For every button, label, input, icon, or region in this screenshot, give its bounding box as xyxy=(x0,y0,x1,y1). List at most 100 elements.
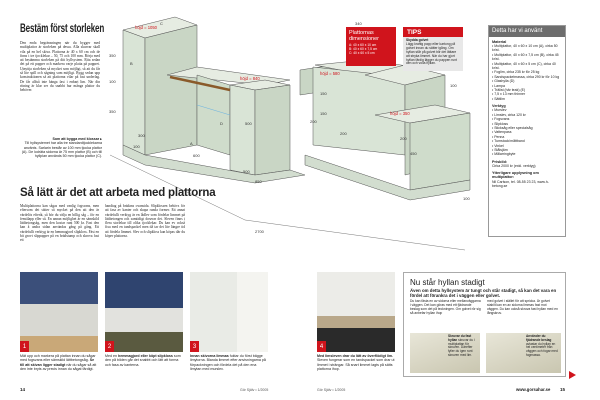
caption-text: avlastar du hyllan en hel centimeter frå… xyxy=(526,341,558,357)
photo-glue: 4 xyxy=(317,272,395,352)
caption-text: när du sågar så att den inte bryts av pr… xyxy=(20,362,97,371)
heading-size: Bestäm först storleken xyxy=(20,23,105,35)
dim-label: 350 xyxy=(109,53,116,58)
caption-4: Med limsleven drar du lätt av överflödig… xyxy=(317,354,397,371)
step-number: 2 xyxy=(105,341,114,352)
blocks-note: Som att bygga med klossar ▸ Till hyllsys… xyxy=(20,137,102,158)
dim-label: 200 xyxy=(400,136,407,141)
part-label: B xyxy=(130,61,133,66)
caption-3: Innan skivorna limmas fuktar du först bä… xyxy=(190,354,268,371)
dimensions-box: Plattornas dimensioner A: 40 x 60 x 10 c… xyxy=(346,27,396,66)
dimensions-title: Plattornas dimensioner xyxy=(349,30,379,42)
dimension-item: C: 40 x 60 x 5 cm xyxy=(349,51,375,55)
height-label: höjd = 840 xyxy=(240,76,260,81)
caption-bold: Använder du fjädrande beslag xyxy=(526,334,552,342)
list-item: Lampa xyxy=(492,84,562,88)
stability-col-2: med golvet i stället för att spricka. Är… xyxy=(487,299,558,316)
step-number: 1 xyxy=(20,341,29,352)
list-item: Stålsjärn xyxy=(492,148,562,152)
photo-sawing: 1 xyxy=(20,272,98,352)
step-number: 3 xyxy=(190,341,199,352)
list-item: Murslev xyxy=(492,108,562,112)
dim-label: 450 xyxy=(410,151,417,156)
dim-label: 500 xyxy=(245,121,252,126)
list-item: Tumstock/måttband xyxy=(492,139,562,143)
list-item: Sticksåg eller specialsåg xyxy=(492,126,562,130)
caption-text: som den på bilden går det snabbt och lät… xyxy=(105,354,181,367)
list-item: Multiplattor, 40 x 60 x 10 cm (A), cirka… xyxy=(492,44,562,53)
photo-wetting: 3 xyxy=(190,272,268,352)
blocks-note-title: Som att bygga med klossar ▸ xyxy=(52,137,102,141)
list-item: Foglim, cirka 235 kr för 25 kg xyxy=(492,70,562,74)
caption-bold: Innan skivorna limmas xyxy=(190,354,229,358)
teak-strip xyxy=(169,75,231,92)
tips-text: Lägg kraftig papp eller kartong på golve… xyxy=(406,41,457,66)
list-item: Sättlim xyxy=(492,97,562,101)
height-label: höjd = 1050 xyxy=(135,25,158,30)
dim-label: 200 xyxy=(310,119,317,124)
dim-label: 200 xyxy=(340,131,347,136)
list-item: Slipkloss xyxy=(492,122,562,126)
footer-right: Gör Själv • 1/2005 xyxy=(317,388,346,392)
caption-bold: Se till att skivan ligger stadigt xyxy=(20,358,95,367)
list-item: Vattenpass xyxy=(492,130,562,134)
tools-list: MurslevLimslev, cirka 120 krFogsvansSlip… xyxy=(492,108,562,156)
tips-subtitle: Skydda golvet xyxy=(406,38,429,42)
dim-label: 150 xyxy=(320,111,327,116)
dim-label: 100 xyxy=(450,83,457,88)
photo-sanding: 2 xyxy=(105,272,183,352)
material-list: Multiplattor, 40 x 60 x 10 cm (A), cirka… xyxy=(492,44,562,101)
heading-working: Så lätt är det att arbeta med plattorna xyxy=(20,187,216,199)
page-number-right: 15 xyxy=(560,387,566,392)
shelf-diagram: höjd = 1050 höjd = 840 höjd = 580 höjd =… xyxy=(109,16,470,251)
stability-title: Nu står hyllan stadigt xyxy=(410,278,485,287)
dim-label: 300 xyxy=(138,133,145,138)
bracket-illustration xyxy=(486,333,561,373)
dimension-item: A: 40 x 60 x 10 cm xyxy=(349,43,377,47)
info-text: Nil Carlson, tel. 08-55 23 23, www.h-bet… xyxy=(492,179,549,188)
height-label: höjd = 350 xyxy=(390,111,410,116)
dim-label: 850 xyxy=(255,179,262,184)
list-item: Limslev, cirka 120 kr xyxy=(492,113,562,117)
tools-heading: Verktyg xyxy=(492,104,506,109)
dim-label: 2700 xyxy=(255,229,265,234)
list-item: Vinkel xyxy=(492,144,562,148)
website-url: www.gorsahar.se xyxy=(516,387,551,392)
caption-bold: hemmagjord eller köpt slipkloss xyxy=(118,354,173,358)
caption-bold: Skruvar du fast hyllan xyxy=(448,334,472,342)
footer-left: Gör Själv • 1/2005 xyxy=(240,388,269,392)
bracket-caption: Använder du fjädrande beslag avlastar du… xyxy=(526,334,560,358)
caption-text: skruvar du i multiplattan för skruven. D… xyxy=(448,337,475,357)
materials-title: Detta har vi använt xyxy=(489,26,565,37)
caption-text: fuktar du först bägge limytorna. Blanda … xyxy=(190,354,266,371)
price-heading: Prisbild: xyxy=(492,159,508,164)
part-label: C xyxy=(160,21,163,26)
list-item: 7,5 x 13 mm thinner xyxy=(492,92,562,96)
price-text: Cirka 2000 kr (exkl. verktyg) xyxy=(492,163,536,168)
dim-label: 350 xyxy=(109,109,116,114)
caption-text: Sleven fungerar som en tandspackel som d… xyxy=(317,358,395,371)
list-item: Multiplattor, 40 x 60 x 5 cm (C), cirka … xyxy=(492,62,562,71)
dimension-item: B: 40 x 60 x 7,5 cm xyxy=(349,47,378,51)
stability-box: Nu står hyllan stadigt Även om detta hyl… xyxy=(403,272,566,377)
part-label: A xyxy=(190,141,193,146)
list-item: Sandspackelmassa, cirka 290 kr för 10 kg xyxy=(492,75,562,79)
list-item: Glashylla (D) xyxy=(492,79,562,83)
materials-box: Detta har vi använt Material Multiplatto… xyxy=(488,25,566,237)
tips-title: TIPS xyxy=(403,27,463,37)
list-item: Trälist (här teak) (E) xyxy=(492,88,562,92)
list-item: Fogsvans xyxy=(492,117,562,121)
caption-2: Med en hemmagjord eller köpt slipkloss s… xyxy=(105,354,183,367)
list-item: Målarringbyte xyxy=(492,152,562,156)
material-heading: Material xyxy=(492,40,507,44)
blocks-note-text: Till hyllsystemet har alla tre standardt… xyxy=(21,141,102,159)
caption-1: Mät upp och markera på plattan innan du … xyxy=(20,354,98,371)
screw-caption: Skruvar du fast hyllan skruvar du i mult… xyxy=(448,334,480,358)
intro-text: Den enda begränsningen när du bygger med… xyxy=(20,41,100,93)
dim-label: 100 xyxy=(133,144,140,149)
part-label: D xyxy=(220,121,223,126)
caption-bold: Med limsleven drar du lätt av överflödig… xyxy=(317,354,394,358)
body-col-1: Multiplattorna kan sågas med vanlig fogs… xyxy=(20,204,99,243)
tips-box: TIPS Skydda golvet Lägg kraftig papp ell… xyxy=(403,27,463,71)
dim-label: 340 xyxy=(355,21,362,26)
